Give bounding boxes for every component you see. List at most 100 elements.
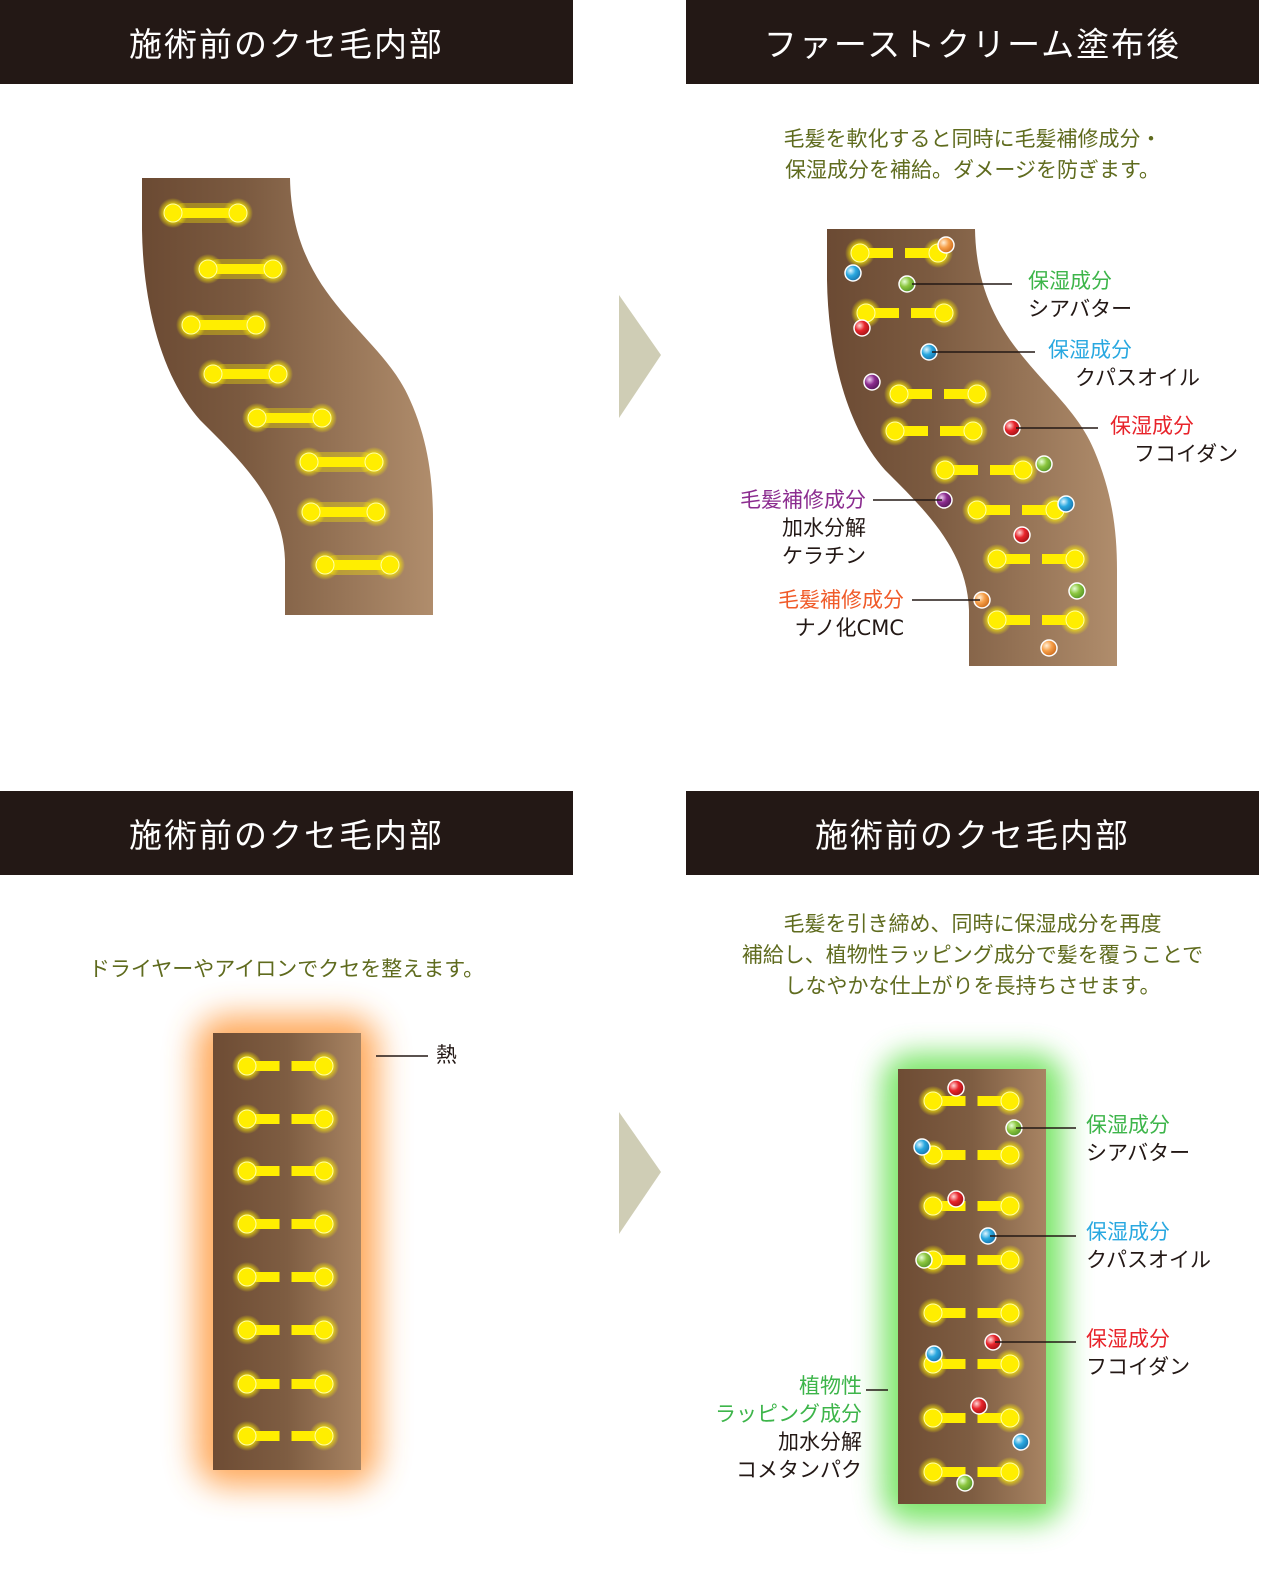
bond-node — [923, 1462, 943, 1482]
bond-node — [237, 1109, 257, 1129]
molecule-orange — [1040, 639, 1058, 657]
bond-node — [1000, 1303, 1020, 1323]
broken-bond — [232, 1421, 339, 1451]
molecule-blue — [1057, 495, 1075, 513]
bond-node — [312, 408, 332, 428]
broken-bond — [232, 1051, 339, 1081]
label-name: 保湿成分 — [1086, 1327, 1170, 1351]
panel-title-bottom-left: 施術前のクセ毛内部 — [0, 791, 573, 875]
bond-node — [263, 259, 283, 279]
broken-bond — [918, 1298, 1025, 1328]
description-top-right: 毛髪を軟化すると同時に毛髪補修成分・ 保湿成分を補給。ダメージを防ぎます。 — [783, 127, 1162, 182]
bond-node — [268, 364, 288, 384]
panel-title-top-left: 施術前のクセ毛内部 — [0, 0, 573, 84]
label-sub: ナノ化CMC — [794, 616, 904, 640]
bond-node — [963, 421, 983, 441]
bond-node — [1000, 1145, 1020, 1165]
bond-node — [889, 384, 909, 404]
disulfide-bond — [198, 359, 293, 389]
bond-node — [198, 259, 218, 279]
disulfide-bond — [294, 447, 389, 477]
broken-bond — [232, 1315, 339, 1345]
bond-node — [934, 303, 954, 323]
molecule-green — [1068, 582, 1086, 600]
label-name: 植物性 — [799, 1374, 862, 1398]
label-name: 保湿成分 — [1048, 338, 1132, 362]
broken-bond — [918, 1457, 1025, 1487]
bond-node — [923, 1196, 943, 1216]
bond-node — [364, 452, 384, 472]
hair-strand-straight — [213, 1033, 361, 1470]
label-fucoidan: 保湿成分 フコイダン — [1110, 412, 1238, 468]
label-sub: クパスオイル — [1086, 1248, 1211, 1272]
bond-group-top-right — [844, 236, 1090, 657]
label-sub: シアバター — [1086, 1141, 1191, 1165]
bond-node — [987, 549, 1007, 569]
bond-node — [1000, 1196, 1020, 1216]
description-bottom-left: ドライヤーやアイロンでクセを整えます。 — [88, 957, 485, 981]
disulfide-bond — [242, 403, 337, 433]
bond-node — [314, 1056, 334, 1076]
bond-node — [203, 364, 223, 384]
molecule-red — [947, 1079, 965, 1097]
label-name: 保湿成分 — [1086, 1220, 1170, 1244]
label-sub: コメタンパク — [736, 1458, 862, 1482]
broken-bond — [232, 1209, 339, 1239]
bond-node — [885, 421, 905, 441]
bond-node — [1000, 1091, 1020, 1111]
label-sub: クパスオイル — [1075, 366, 1200, 390]
molecule-blue — [925, 1345, 943, 1363]
bond-node — [923, 1091, 943, 1111]
molecule-red — [947, 1190, 965, 1208]
bond-node — [314, 1214, 334, 1234]
label-sub: フコイダン — [1086, 1355, 1191, 1379]
hair-strand-wavy — [142, 178, 433, 615]
label-name: 毛髪補修成分 — [778, 588, 904, 612]
bond-node — [237, 1267, 257, 1287]
label-shea-butter: 保湿成分 シアバター — [1028, 267, 1132, 323]
molecule-purple — [863, 373, 881, 391]
molecule-green — [1035, 455, 1053, 473]
bond-node — [366, 502, 386, 522]
bond-node — [1065, 610, 1085, 630]
broken-bond — [880, 416, 988, 446]
broken-bond — [918, 1086, 1025, 1116]
panel-title-bottom-right: 施術前のクセ毛内部 — [686, 791, 1259, 875]
label-rice-protein: 植物性 ラッピング成分 加水分解 コメタンパク — [680, 1372, 862, 1484]
leader-lines-top-right — [873, 283, 1098, 601]
molecule-red — [853, 319, 871, 337]
arrow-icon — [619, 1112, 661, 1234]
bond-node — [237, 1426, 257, 1446]
bond-node — [163, 203, 183, 223]
bond-node — [923, 1408, 943, 1428]
molecule-red — [970, 1397, 988, 1415]
bond-node — [1000, 1250, 1020, 1270]
broken-bond — [232, 1156, 339, 1186]
broken-bond — [232, 1104, 339, 1134]
bond-node — [923, 1303, 943, 1323]
broken-bond — [884, 379, 992, 409]
bond-group-bottom-right — [913, 1079, 1030, 1492]
bond-node — [314, 1374, 334, 1394]
bond-node — [1065, 549, 1085, 569]
bond-node — [380, 555, 400, 575]
bond-node — [228, 203, 248, 223]
bond-node — [314, 1320, 334, 1340]
disulfide-bond — [176, 310, 271, 340]
label-name: 保湿成分 — [1110, 414, 1194, 438]
broken-bond — [982, 605, 1090, 635]
molecule-blue — [844, 264, 862, 282]
disulfide-bond — [193, 254, 288, 284]
label-fucoidan: 保湿成分 フコイダン — [1086, 1325, 1190, 1381]
label-nano-cmc: 毛髪補修成分 ナノ化CMC — [740, 586, 904, 642]
bond-node — [314, 1161, 334, 1181]
disulfide-bond — [158, 198, 253, 228]
broken-bond — [918, 1191, 1025, 1221]
bond-node — [967, 500, 987, 520]
description-bottom-right: 毛髪を引き締め、同時に保湿成分を再度 補給し、植物性ラッピング成分で髪を覆うこと… — [741, 912, 1204, 998]
leader-lines-bottom-right — [866, 1127, 1076, 1391]
bond-node — [247, 408, 267, 428]
bond-node — [935, 460, 955, 480]
bond-node — [1000, 1462, 1020, 1482]
bond-node — [314, 1267, 334, 1287]
